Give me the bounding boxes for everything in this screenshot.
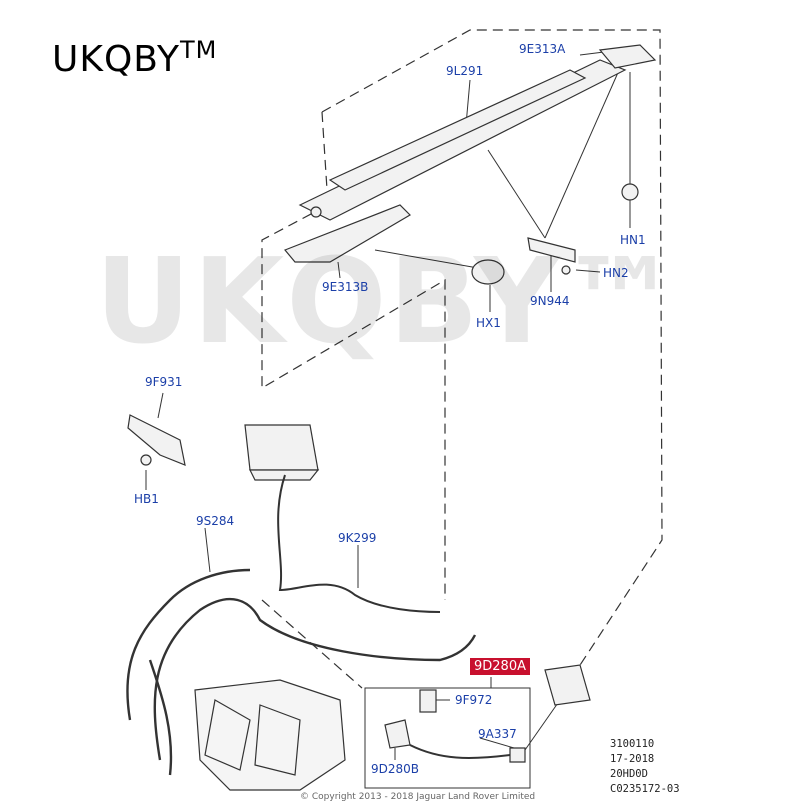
part-label-9f972: 9F972 xyxy=(455,693,493,707)
leader-lines xyxy=(145,51,631,760)
brand-tm: TM xyxy=(180,36,218,64)
kit-box xyxy=(364,687,531,789)
part-label-9e313b: 9E313B xyxy=(322,280,369,294)
copyright-text: © Copyright 2013 - 2018 Jaguar Land Rove… xyxy=(300,792,536,802)
cowl-assembly xyxy=(284,44,657,285)
ref-code-2: 17-2018 xyxy=(610,753,655,765)
watermark: UKQBY™ xyxy=(95,232,682,370)
ref-code-4: C0235172-03 xyxy=(610,783,680,795)
part-label-hx1: HX1 xyxy=(476,316,501,330)
part-label-hb1: HB1 xyxy=(134,492,159,506)
part-label-9d280b: 9D280B xyxy=(371,762,420,776)
ref-code-3: 20HD0D xyxy=(610,768,648,780)
bracket-9f931 xyxy=(127,414,186,466)
part-label-9k299: 9K299 xyxy=(338,531,377,545)
engine-component xyxy=(244,424,320,481)
ref-code-1: 3100110 xyxy=(610,738,655,750)
kit-parts xyxy=(384,664,591,763)
part-label-9f931: 9F931 xyxy=(145,375,183,389)
part-label-hn2: HN2 xyxy=(603,266,629,280)
brand-logo: UKQBYTM xyxy=(52,36,217,80)
harness-9k299 xyxy=(277,474,441,613)
part-label-9a337: 9A337 xyxy=(478,727,517,741)
part-label-9d280a-highlighted: 9D280A xyxy=(470,658,530,675)
intake-manifold xyxy=(194,679,346,791)
harness-9s284 xyxy=(126,568,477,776)
part-label-9e313a: 9E313A xyxy=(519,42,566,56)
part-label-hn1: HN1 xyxy=(620,233,646,247)
part-label-9n944: 9N944 xyxy=(530,294,570,308)
brand-text: UKQBY xyxy=(52,39,181,80)
part-label-9l291: 9L291 xyxy=(446,64,484,78)
part-label-9s284: 9S284 xyxy=(196,514,235,528)
